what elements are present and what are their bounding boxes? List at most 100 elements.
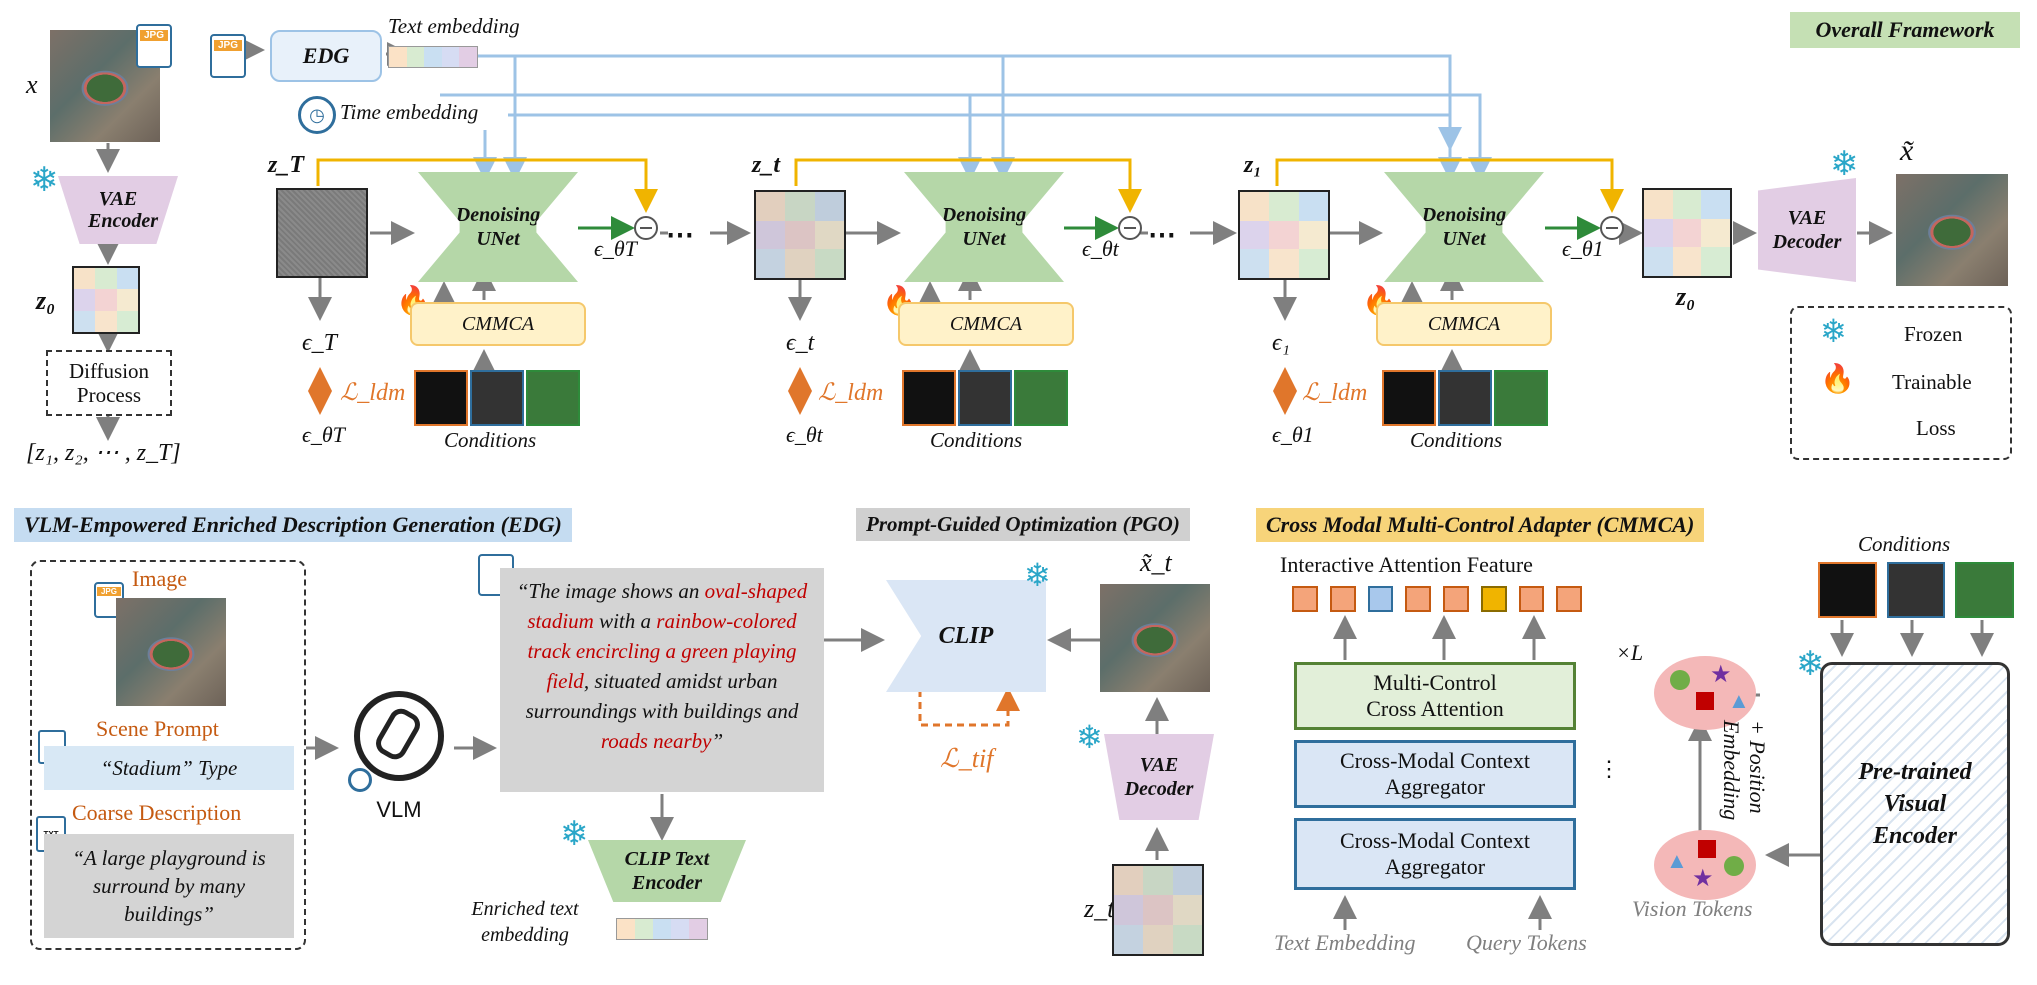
vlm-label: VLM <box>376 797 422 822</box>
context-aggregator-2: Cross-Modal Context Aggregator <box>1294 818 1576 890</box>
block2-eps: ϵ_t <box>786 330 815 356</box>
block2-conditions-label: Conditions <box>930 428 1023 452</box>
feature-tokens <box>1292 586 1582 612</box>
pgo-xt-image <box>1100 584 1210 692</box>
block1-z-label: z_T <box>268 152 304 178</box>
enriched-description-box: “The image shows an oval-shaped stadium … <box>500 568 824 792</box>
cmmca-title: Cross Modal Multi-Control Adapter (CMMCA… <box>1256 508 1705 542</box>
image-label: Image <box>132 566 187 591</box>
repeat-label: ×L <box>1616 640 1644 665</box>
block1-eps: ϵ_T <box>302 330 338 356</box>
coarse-description-box: “A large playground is surround by many … <box>44 834 294 938</box>
vae-encoder: VAE Encoder <box>58 176 178 244</box>
enriched-embedding-label: Enriched text embedding <box>460 896 590 948</box>
vlm-box: VLM <box>344 686 454 828</box>
fire-icon: 🔥 <box>1820 364 1855 395</box>
diffusion-process-box: Diffusion Process <box>46 350 172 416</box>
snowflake-icon: ❄ <box>30 162 59 199</box>
pretrained-visual-encoder: Pre-trained Visual Encoder <box>1820 662 2010 946</box>
circle-token <box>1670 670 1690 690</box>
z-sequence: [z₁, z₂, ⋯ , z_T] <box>26 440 181 466</box>
z0-output-label: z₀ <box>1676 282 1696 311</box>
enriched-part-1: oval-shaped stadium <box>527 579 808 633</box>
vertical-ellipsis: ⋮ <box>1598 756 1620 781</box>
block3-loss: ℒ_ldm <box>1302 380 1368 406</box>
clip-label: CLIP <box>938 622 994 649</box>
snowflake-icon: ❄ <box>1796 646 1825 683</box>
pgo-zt-label: z_t <box>1084 894 1115 923</box>
star-token: ★ <box>1710 662 1732 688</box>
snowflake-icon: ❄ <box>1820 313 1847 349</box>
star-token: ★ <box>1692 866 1714 892</box>
enriched-part-5: roads nearby <box>600 729 712 753</box>
z0-label: z₀ <box>36 286 56 315</box>
text-embedding-label: Text embedding <box>388 14 520 38</box>
position-embedding-label: + Position Embedding <box>1719 720 1770 821</box>
block2-eps-out: ϵ_θt <box>1082 236 1119 261</box>
query-tokens-label: Query Tokens <box>1466 930 1587 955</box>
aggregator-2-label: Cross-Modal Context Aggregator <box>1339 828 1531 879</box>
enriched-part-3: rainbow-colored track encircling a green… <box>527 609 797 693</box>
diffusion-process-label: Diffusion Process <box>68 359 150 407</box>
block3-conditions-label: Conditions <box>1410 428 1503 452</box>
vae-encoder-label: VAE Encoder <box>88 188 158 232</box>
snowflake-icon: ❄ <box>1076 719 1103 755</box>
block1-latent <box>276 188 368 278</box>
position-embedding-tokens: ★ ▲ <box>1654 656 1756 730</box>
edg-box: EDG <box>270 30 382 82</box>
feature-token <box>1518 586 1545 612</box>
clip-box: CLIP <box>886 580 1046 692</box>
clip-text-encoder-label: CLIP Text Encoder <box>624 848 710 894</box>
vae-decoder-label: VAE Decoder <box>1772 207 1842 253</box>
block2-unet-label: Denoising UNet <box>941 204 1027 250</box>
feature-token <box>1556 586 1582 612</box>
feature-token <box>1329 586 1356 612</box>
block3-conditions-images <box>1382 370 1548 426</box>
aggregator-1-label: Cross-Modal Context Aggregator <box>1339 748 1531 799</box>
block2-latent <box>754 190 846 280</box>
block1-cmmca: CMMCA <box>410 302 586 346</box>
enriched-part-0: “The image shows an <box>516 579 705 603</box>
x-label: x <box>26 70 38 99</box>
x-tilde-label: x̃ <box>1900 134 1914 167</box>
coarse-description-value: “A large playground is surround by many … <box>72 846 266 926</box>
block1-loss: ℒ_ldm <box>340 380 406 406</box>
block1-eps-out: ϵ_θT <box>594 236 637 261</box>
snowflake-icon: ❄ <box>1024 557 1051 593</box>
snowflake-icon: ❄ <box>560 816 589 853</box>
block3-cmmca-label: CMMCA <box>1427 312 1501 335</box>
block1-cmmca-label: CMMCA <box>461 312 535 335</box>
jpg-file-icon-edg: JPG <box>210 34 246 78</box>
edg-label: EDG <box>302 43 350 68</box>
openai-icon <box>354 691 444 781</box>
cmmca-conditions-label: Conditions <box>1858 532 1951 556</box>
ellipsis-2: ⋯ <box>1148 220 1176 251</box>
multi-control-cross-attention: Multi-Control Cross Attention <box>1294 662 1576 730</box>
block2-z-label: z_t <box>752 152 781 178</box>
legend: ❄ Frozen 🔥 Trainable Loss <box>1790 306 2012 460</box>
edg-input-image <box>116 598 226 706</box>
legend-loss: Loss <box>1916 416 1956 440</box>
block2-cmmca: CMMCA <box>898 302 1074 346</box>
vision-tokens-label: Vision Tokens <box>1632 896 1753 921</box>
feature-token <box>1480 586 1507 612</box>
block3-cmmca: CMMCA <box>1376 302 1552 346</box>
enriched-embedding-text: Enriched text embedding <box>471 898 579 946</box>
circle-token <box>1724 856 1744 876</box>
square-token <box>1698 840 1716 858</box>
block2-eps-theta: ϵ_θt <box>786 422 823 447</box>
enriched-part-2: with a <box>593 609 657 633</box>
jpg-file-icon: JPG <box>136 24 172 68</box>
cmmca-conditions-images <box>1818 562 2015 618</box>
edg-input-box: Image JPG Scene Prompt “Stadium” Type Co… <box>30 560 306 950</box>
block2-cmmca-label: CMMCA <box>949 312 1023 335</box>
pgo-vae-decoder-label: VAE Decoder <box>1124 754 1194 800</box>
pgo-loss: ℒ_tif <box>940 744 994 773</box>
output-image <box>1896 174 2008 286</box>
block3-eps-out: ϵ_θ1 <box>1562 236 1604 261</box>
clock-icon: ◷ <box>298 96 336 134</box>
enriched-embedding-vector <box>616 918 708 940</box>
edg-title: VLM-Empowered Enriched Description Gener… <box>14 508 572 542</box>
z0-latent <box>72 266 140 334</box>
